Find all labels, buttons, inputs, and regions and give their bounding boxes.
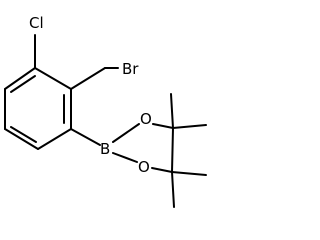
ring-bond-c1-c2 [34,67,72,90]
boron-atom-label: B [100,140,110,158]
methyl-bond-upper-1 [170,93,174,129]
ring-double-bond-inner-2 [10,126,37,143]
ring-bond-c4-c5 [4,128,39,150]
pinacol-ring: O O [112,110,174,176]
methyl-bond-upper-2 [172,124,207,129]
structure-diagram: Cl Br B O O [4,14,207,208]
bond-o-lower-c [151,167,173,173]
bond-c3-b [70,128,101,146]
bromine-atom-label: Br [122,60,139,78]
benzene-ring [4,67,72,150]
oxygen-upper-atom-label: O [140,110,152,128]
bond-b-o-lower [112,152,138,163]
oxygen-lower-atom-label: O [138,158,150,176]
chlorine-atom-label: Cl [29,14,44,32]
ring-double-bond-inner-3 [10,75,36,93]
ring-bond-c6-c1 [4,67,36,90]
bond-o-upper-c [152,123,174,129]
bond-b-o-upper [112,123,140,143]
bond-c-c-ring [171,127,174,173]
methyl-bond-lower-2 [171,171,175,208]
methyl-bond-lower-1 [171,171,207,176]
methyl-groups [170,93,207,208]
bond-c2-ch2 [70,67,106,90]
ring-bond-c3-c4 [37,128,72,150]
